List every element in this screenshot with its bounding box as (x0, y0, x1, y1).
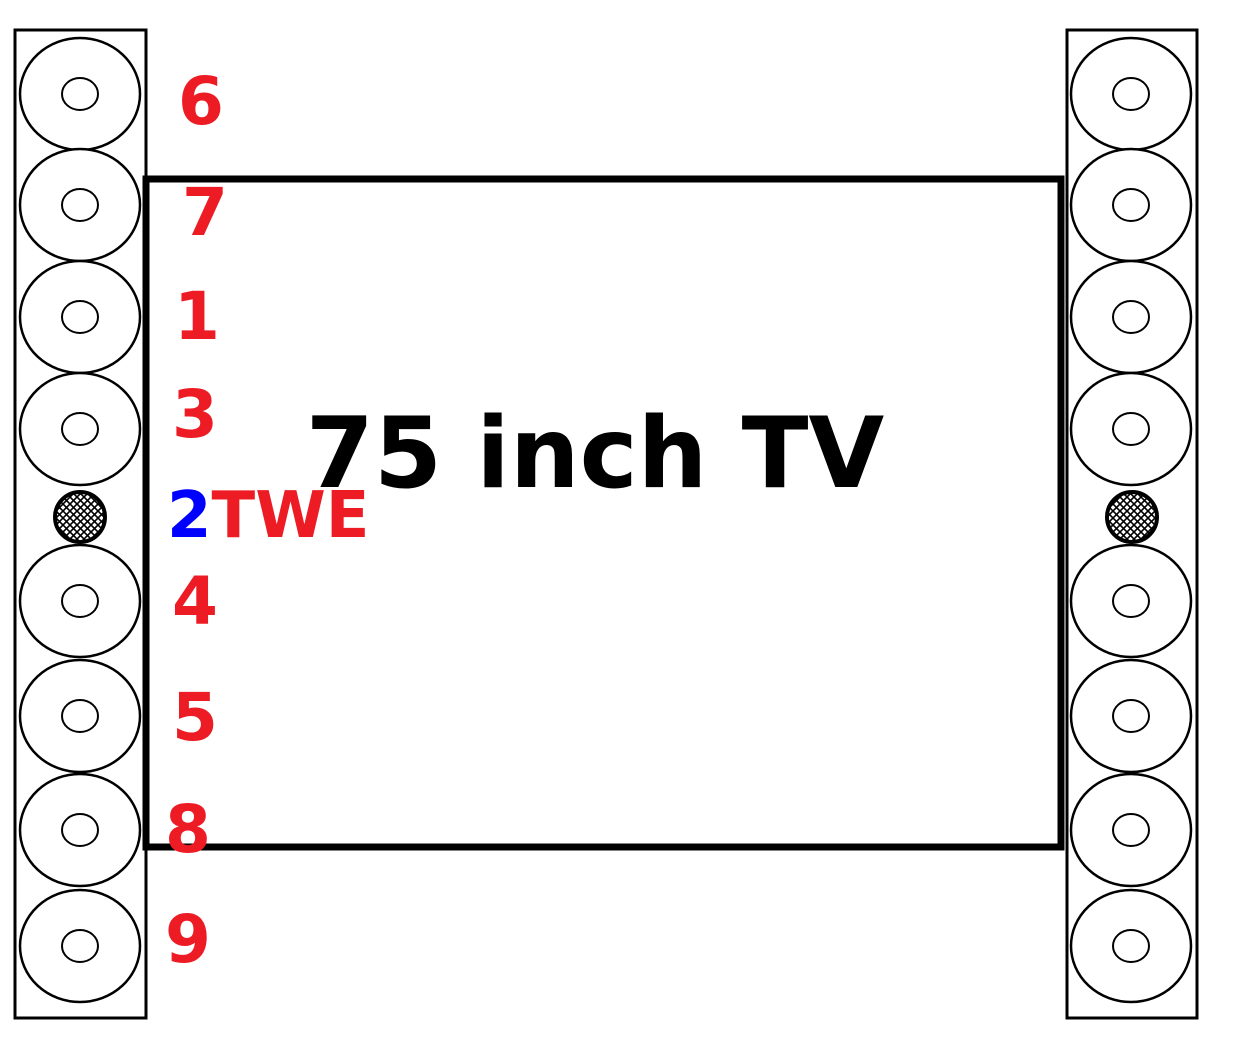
speaker-number-label: 4 (172, 563, 218, 640)
driver-center-cap (1112, 77, 1150, 111)
speaker-number-label: 8 (165, 791, 211, 868)
driver-center-cap (1112, 813, 1150, 847)
right-speaker-column (1065, 28, 1199, 1020)
driver-center-cap (61, 188, 99, 222)
speaker-driver-icon (1069, 147, 1193, 263)
speaker-driver-icon (18, 658, 142, 774)
tv-label: 75 inch TV (306, 397, 885, 511)
driver-center-cap (61, 77, 99, 111)
speaker-number-labels: 6 7 1 3 4 5 8 9 (165, 63, 228, 978)
speaker-driver-icon (18, 371, 142, 487)
speaker-driver-icon (18, 259, 142, 375)
tv-screen (142, 175, 1065, 851)
tweeter-suffix: TWE (212, 479, 370, 553)
driver-center-cap (61, 584, 99, 618)
speaker-driver-icon (1069, 36, 1193, 152)
speaker-driver-icon (1069, 371, 1193, 487)
speaker-driver-icon (1069, 658, 1193, 774)
speaker-driver-icon (1069, 259, 1193, 375)
tweeter-hatched-icon (1105, 490, 1159, 544)
speaker-number-label: 9 (165, 901, 211, 978)
speaker-number-label: 3 (172, 376, 218, 453)
right-column-frame (1065, 28, 1199, 1020)
speaker-driver-icon (18, 772, 142, 888)
left-column-frame (13, 28, 148, 1020)
tweeter-label: 2TWE (167, 479, 370, 553)
speaker-number-label: 5 (172, 679, 218, 756)
speaker-number-label: 6 (178, 63, 224, 140)
driver-center-cap (1112, 584, 1150, 618)
speaker-driver-icon (18, 36, 142, 152)
speaker-driver-icon (18, 888, 142, 1004)
tweeter-hatched-icon (53, 490, 107, 544)
driver-center-cap (61, 412, 99, 446)
driver-center-cap (1112, 300, 1150, 334)
speaker-number-label: 1 (174, 278, 220, 355)
driver-center-cap (1112, 188, 1150, 222)
tweeter-number: 2 (167, 479, 212, 553)
speaker-driver-icon (1069, 888, 1193, 1004)
left-speaker-column (13, 28, 148, 1020)
speaker-driver-icon (1069, 772, 1193, 888)
driver-center-cap (1112, 412, 1150, 446)
driver-center-cap (61, 699, 99, 733)
driver-center-cap (61, 300, 99, 334)
driver-center-cap (61, 813, 99, 847)
driver-center-cap (1112, 699, 1150, 733)
driver-center-cap (1112, 929, 1150, 963)
driver-center-cap (61, 929, 99, 963)
speaker-driver-icon (1069, 543, 1193, 659)
speaker-number-label: 7 (182, 174, 228, 251)
speaker-driver-icon (18, 147, 142, 263)
speaker-driver-icon (18, 543, 142, 659)
